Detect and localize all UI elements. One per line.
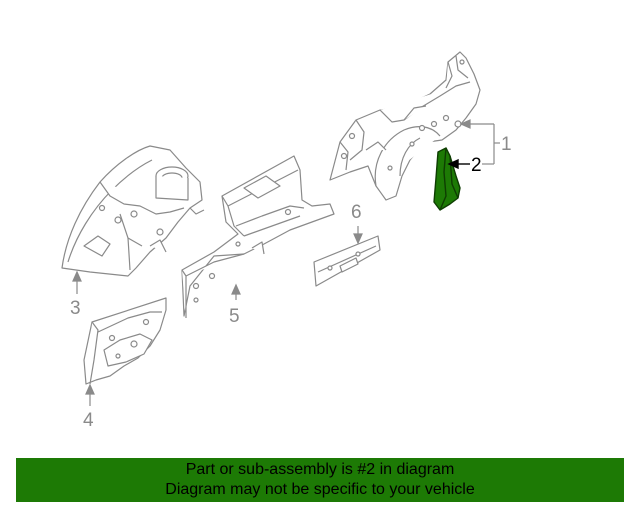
part-4-lower-panel[interactable] xyxy=(83,297,167,385)
callout-5: 5 xyxy=(229,306,240,327)
callout-4: 4 xyxy=(83,410,94,431)
part-info-banner: Part or sub-assembly is #2 in diagram Di… xyxy=(16,458,624,502)
part-5-side-rail[interactable] xyxy=(181,155,335,318)
callout-6: 6 xyxy=(351,202,362,223)
leader-6 xyxy=(353,226,363,245)
callout-1: 1 xyxy=(501,134,512,155)
part-3-wheelhouse[interactable] xyxy=(61,145,205,277)
leader-5 xyxy=(231,283,241,300)
leader-4 xyxy=(85,383,95,406)
callout-2: 2 xyxy=(471,155,482,176)
leader-3 xyxy=(72,270,82,294)
banner-line-2: Diagram may not be specific to your vehi… xyxy=(165,481,475,498)
part-1-quarter-inner-panel[interactable] xyxy=(329,51,481,201)
part-2-reinforcement-highlighted[interactable] xyxy=(433,147,461,211)
callout-3: 3 xyxy=(70,298,81,319)
exploded-parts-diagram: 3 4 xyxy=(61,51,512,431)
banner-line-1: Part or sub-assembly is #2 in diagram xyxy=(185,461,455,478)
leader-1 xyxy=(459,119,500,165)
part-6-bracket[interactable] xyxy=(313,235,381,287)
leader-2 xyxy=(447,158,470,170)
